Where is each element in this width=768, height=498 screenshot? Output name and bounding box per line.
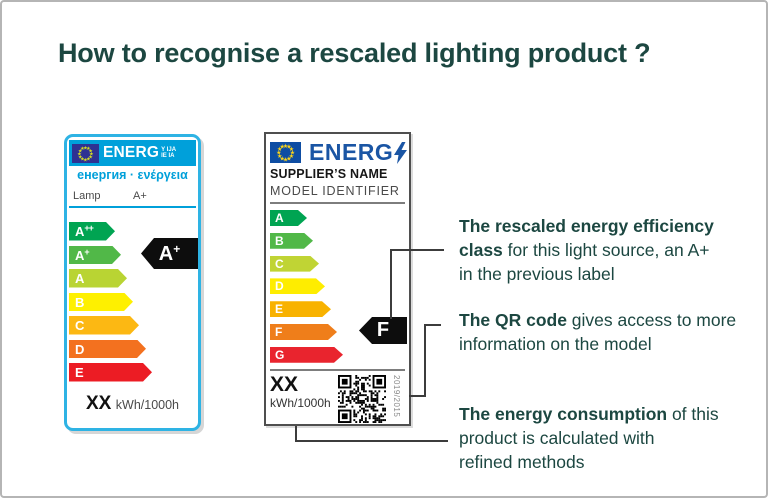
svg-text:★: ★ bbox=[83, 145, 88, 151]
svg-text:★: ★ bbox=[86, 146, 91, 152]
svg-text:★: ★ bbox=[283, 156, 288, 163]
annotation-qr-code: The QR code gives access to more informa… bbox=[459, 310, 737, 354]
class-arrow-d: D bbox=[270, 278, 325, 294]
class-arrow-b: B bbox=[270, 233, 313, 249]
svg-text:★: ★ bbox=[279, 144, 284, 151]
class-arrow-e: E bbox=[270, 301, 331, 317]
svg-text:★: ★ bbox=[83, 157, 88, 163]
svg-text:★: ★ bbox=[78, 148, 83, 154]
connector-line-qr bbox=[409, 395, 426, 397]
old-energy-label: ★★★★★★★★★★★★ ENERG Y IJA IE IA енергия ·… bbox=[64, 134, 201, 431]
qr-code bbox=[338, 375, 386, 423]
old-label-class-scale: A++ A+ A B C D E bbox=[69, 222, 152, 382]
connector-line-qr bbox=[424, 324, 441, 326]
svg-text:★: ★ bbox=[283, 143, 288, 150]
class-arrow-b: B bbox=[69, 293, 133, 312]
energ-wordmark: ENERG bbox=[103, 144, 160, 161]
svg-text:★: ★ bbox=[289, 153, 294, 160]
class-arrow-c: C bbox=[69, 316, 139, 335]
consumption-unit: kWh/1000h bbox=[115, 398, 180, 412]
svg-text:★: ★ bbox=[289, 146, 294, 153]
svg-text:★: ★ bbox=[80, 156, 85, 162]
class-arrow-g: G bbox=[270, 347, 343, 363]
connector-line-consumption bbox=[295, 426, 297, 442]
energ-wordmark: ENERG bbox=[309, 139, 394, 165]
old-label-header-band: ★★★★★★★★★★★★ ENERG Y IJA IE IA bbox=[69, 140, 196, 166]
class-arrow-a-plus-plus: A++ bbox=[69, 222, 115, 241]
consumption-value: XX bbox=[270, 373, 299, 396]
class-arrow-a: A bbox=[69, 269, 127, 288]
lightning-bolt-icon bbox=[394, 142, 408, 164]
energ-language-suffix: Y IJA IE IA bbox=[161, 146, 177, 160]
eu-flag-icon: ★★★★★★★★★★★★ bbox=[270, 142, 301, 163]
class-arrow-a-plus: A+ bbox=[69, 246, 121, 265]
svg-text:★: ★ bbox=[88, 148, 93, 154]
svg-text:★: ★ bbox=[77, 151, 82, 157]
product-row: Lamp A+ bbox=[73, 190, 194, 202]
supplier-name: SUPPLIER’S NAME bbox=[270, 167, 388, 181]
product-class: A+ bbox=[133, 190, 147, 202]
connector-line-class bbox=[390, 249, 444, 251]
product-row-underline bbox=[69, 206, 196, 208]
svg-text:★: ★ bbox=[277, 146, 282, 153]
new-label-header: ★★★★★★★★★★★★ ENERG bbox=[270, 139, 408, 166]
annotation-rescaled-class: The rescaled energy efficiency class for… bbox=[459, 216, 714, 284]
old-consumption: XX kWh/1000h bbox=[67, 393, 198, 415]
selected-class-arrow-old: A+ bbox=[141, 238, 198, 269]
consumption-value: XX bbox=[85, 393, 112, 414]
class-arrow-e: E bbox=[69, 363, 152, 382]
connector-line-class bbox=[390, 250, 392, 319]
page-title: How to recognise a rescaled lighting pro… bbox=[58, 38, 651, 68]
svg-text:★: ★ bbox=[290, 150, 295, 157]
old-label-multilingual-energy: енергия · ενέργεια bbox=[77, 168, 188, 182]
new-energy-label: ★★★★★★★★★★★★ ENERG SUPPLIER’S NAME MODEL… bbox=[264, 132, 411, 426]
new-label-class-scale: A B C D E F G bbox=[270, 210, 343, 363]
connector-line-consumption bbox=[295, 440, 448, 442]
svg-text:★: ★ bbox=[88, 154, 93, 160]
svg-text:★: ★ bbox=[279, 155, 284, 162]
svg-text:★: ★ bbox=[286, 155, 291, 162]
svg-text:★: ★ bbox=[286, 144, 291, 151]
svg-text:★: ★ bbox=[89, 151, 94, 157]
bottom-separator bbox=[270, 369, 405, 371]
svg-text:★: ★ bbox=[86, 156, 91, 162]
connector-line-qr bbox=[424, 324, 426, 397]
eu-flag-icon: ★★★★★★★★★★★★ bbox=[72, 143, 99, 163]
regulation-number: 2019/2015 bbox=[392, 375, 401, 418]
annotation-energy-consumption: The energy consumption of this product i… bbox=[459, 404, 719, 472]
model-identifier: MODEL IDENTIFIER bbox=[270, 184, 400, 198]
svg-text:★: ★ bbox=[78, 154, 83, 160]
class-arrow-c: C bbox=[270, 256, 319, 272]
class-arrow-f: F bbox=[270, 324, 337, 340]
product-type: Lamp bbox=[73, 190, 101, 202]
header-separator bbox=[270, 202, 405, 204]
selected-class-arrow-new: F bbox=[359, 317, 407, 344]
class-arrow-a: A bbox=[270, 210, 307, 226]
svg-text:★: ★ bbox=[276, 150, 281, 157]
svg-text:★: ★ bbox=[277, 153, 282, 160]
consumption-unit: kWh/1000h bbox=[270, 396, 331, 410]
class-arrow-d: D bbox=[69, 340, 146, 359]
svg-text:★: ★ bbox=[80, 146, 85, 152]
